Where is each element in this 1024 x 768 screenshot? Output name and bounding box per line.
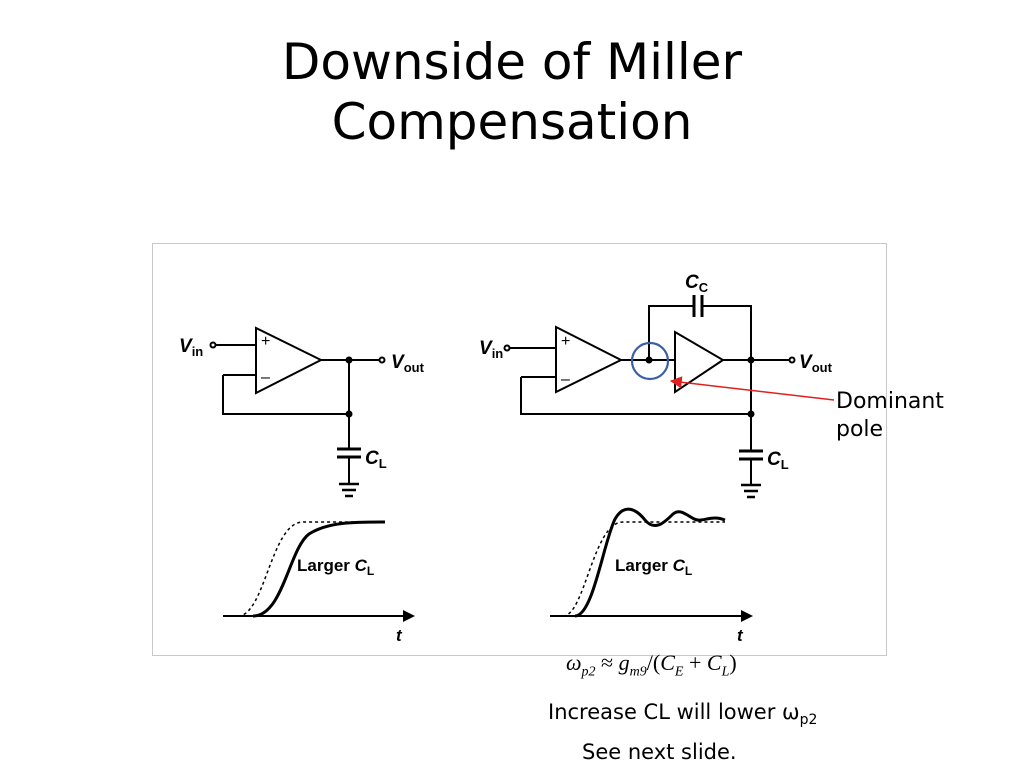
left-cl-label: CL <box>365 448 387 471</box>
right-cl-label: CL <box>767 449 789 472</box>
right-fb-node <box>747 410 755 418</box>
cc-left-wire <box>648 305 694 360</box>
slide-title: Downside of Miller Compensation <box>0 32 1024 152</box>
right-opamp-2 <box>674 330 725 394</box>
left-opamp <box>255 326 324 395</box>
left-plus-sign: + <box>261 333 270 350</box>
callout-line-2: pole <box>836 417 884 442</box>
left-out-node <box>345 356 353 364</box>
left-axis-label: t <box>396 626 403 645</box>
right-plot-label: Larger CL <box>615 556 692 578</box>
note1-sub: p2 <box>799 712 818 729</box>
left-fb-node <box>345 410 353 418</box>
left-minus-sign: – <box>261 369 270 386</box>
dominant-pole-callout: Dominant pole <box>836 388 944 444</box>
note1-text: Increase CL will lower <box>548 700 783 724</box>
formula-gm-sub: m9 <box>629 664 647 680</box>
note1-omega: ω <box>782 700 800 724</box>
right-vin-label: Vin <box>479 338 503 361</box>
right-step-response <box>574 507 726 618</box>
dominant-pole-arrow <box>669 376 835 401</box>
right-step-plot <box>550 507 753 622</box>
formula-omega: ω <box>566 650 582 675</box>
left-vout-label: Vout <box>391 352 425 375</box>
right-minus-sign: – <box>561 371 570 388</box>
right-axis-label: t <box>737 626 744 645</box>
right-vin-terminal <box>503 344 511 352</box>
formula-ce: C <box>660 650 675 675</box>
right-vout-terminal <box>788 356 796 364</box>
callout-line-1: Dominant <box>836 389 944 414</box>
right-opamp-1 <box>555 325 624 394</box>
left-circuit <box>209 326 386 498</box>
left-step-response <box>252 520 386 618</box>
formula-omega-sub: p2 <box>581 664 596 680</box>
formula-open: /( <box>646 650 661 675</box>
right-ideal-response <box>562 521 725 617</box>
right-plus-sign: + <box>561 333 570 350</box>
dominant-pole-node <box>645 356 653 364</box>
left-step-plot <box>223 520 415 622</box>
circuit-figure: + – Vin Vout CL <box>179 272 835 645</box>
right-circuit <box>503 295 796 499</box>
formula-cl-sub: L <box>721 664 730 680</box>
left-vout-terminal <box>378 356 386 364</box>
left-vin-label: Vin <box>179 336 203 359</box>
title-line-1: Downside of Miller <box>281 33 743 91</box>
right-out-node <box>747 356 755 364</box>
formula-approx: ≈ <box>595 650 619 675</box>
note-see-next-slide: See next slide. <box>582 740 737 764</box>
figure-panel: + – Vin Vout CL <box>152 243 887 656</box>
formula-cl: C <box>706 650 722 675</box>
right-feedback-wire <box>520 377 751 415</box>
left-vin-terminal <box>209 341 217 349</box>
formula-close: ) <box>729 650 737 675</box>
title-line-2: Compensation <box>331 93 693 151</box>
cc-label: CC <box>685 272 709 295</box>
wp2-formula: ωp2 ≈ gm9/(CE + CL) <box>566 650 737 680</box>
left-plot-label: Larger CL <box>297 556 374 578</box>
note-increase-cl: Increase CL will lower ωp2 <box>548 700 817 728</box>
left-feedback-wire <box>222 375 349 415</box>
formula-ce-sub: E <box>674 664 684 680</box>
cc-right-wire <box>702 305 752 360</box>
dominant-pole-highlight <box>630 341 670 381</box>
formula-plus: + <box>683 650 707 675</box>
formula-gm: g <box>618 650 630 675</box>
right-vout-label: Vout <box>799 352 833 375</box>
left-ideal-response <box>237 521 385 617</box>
